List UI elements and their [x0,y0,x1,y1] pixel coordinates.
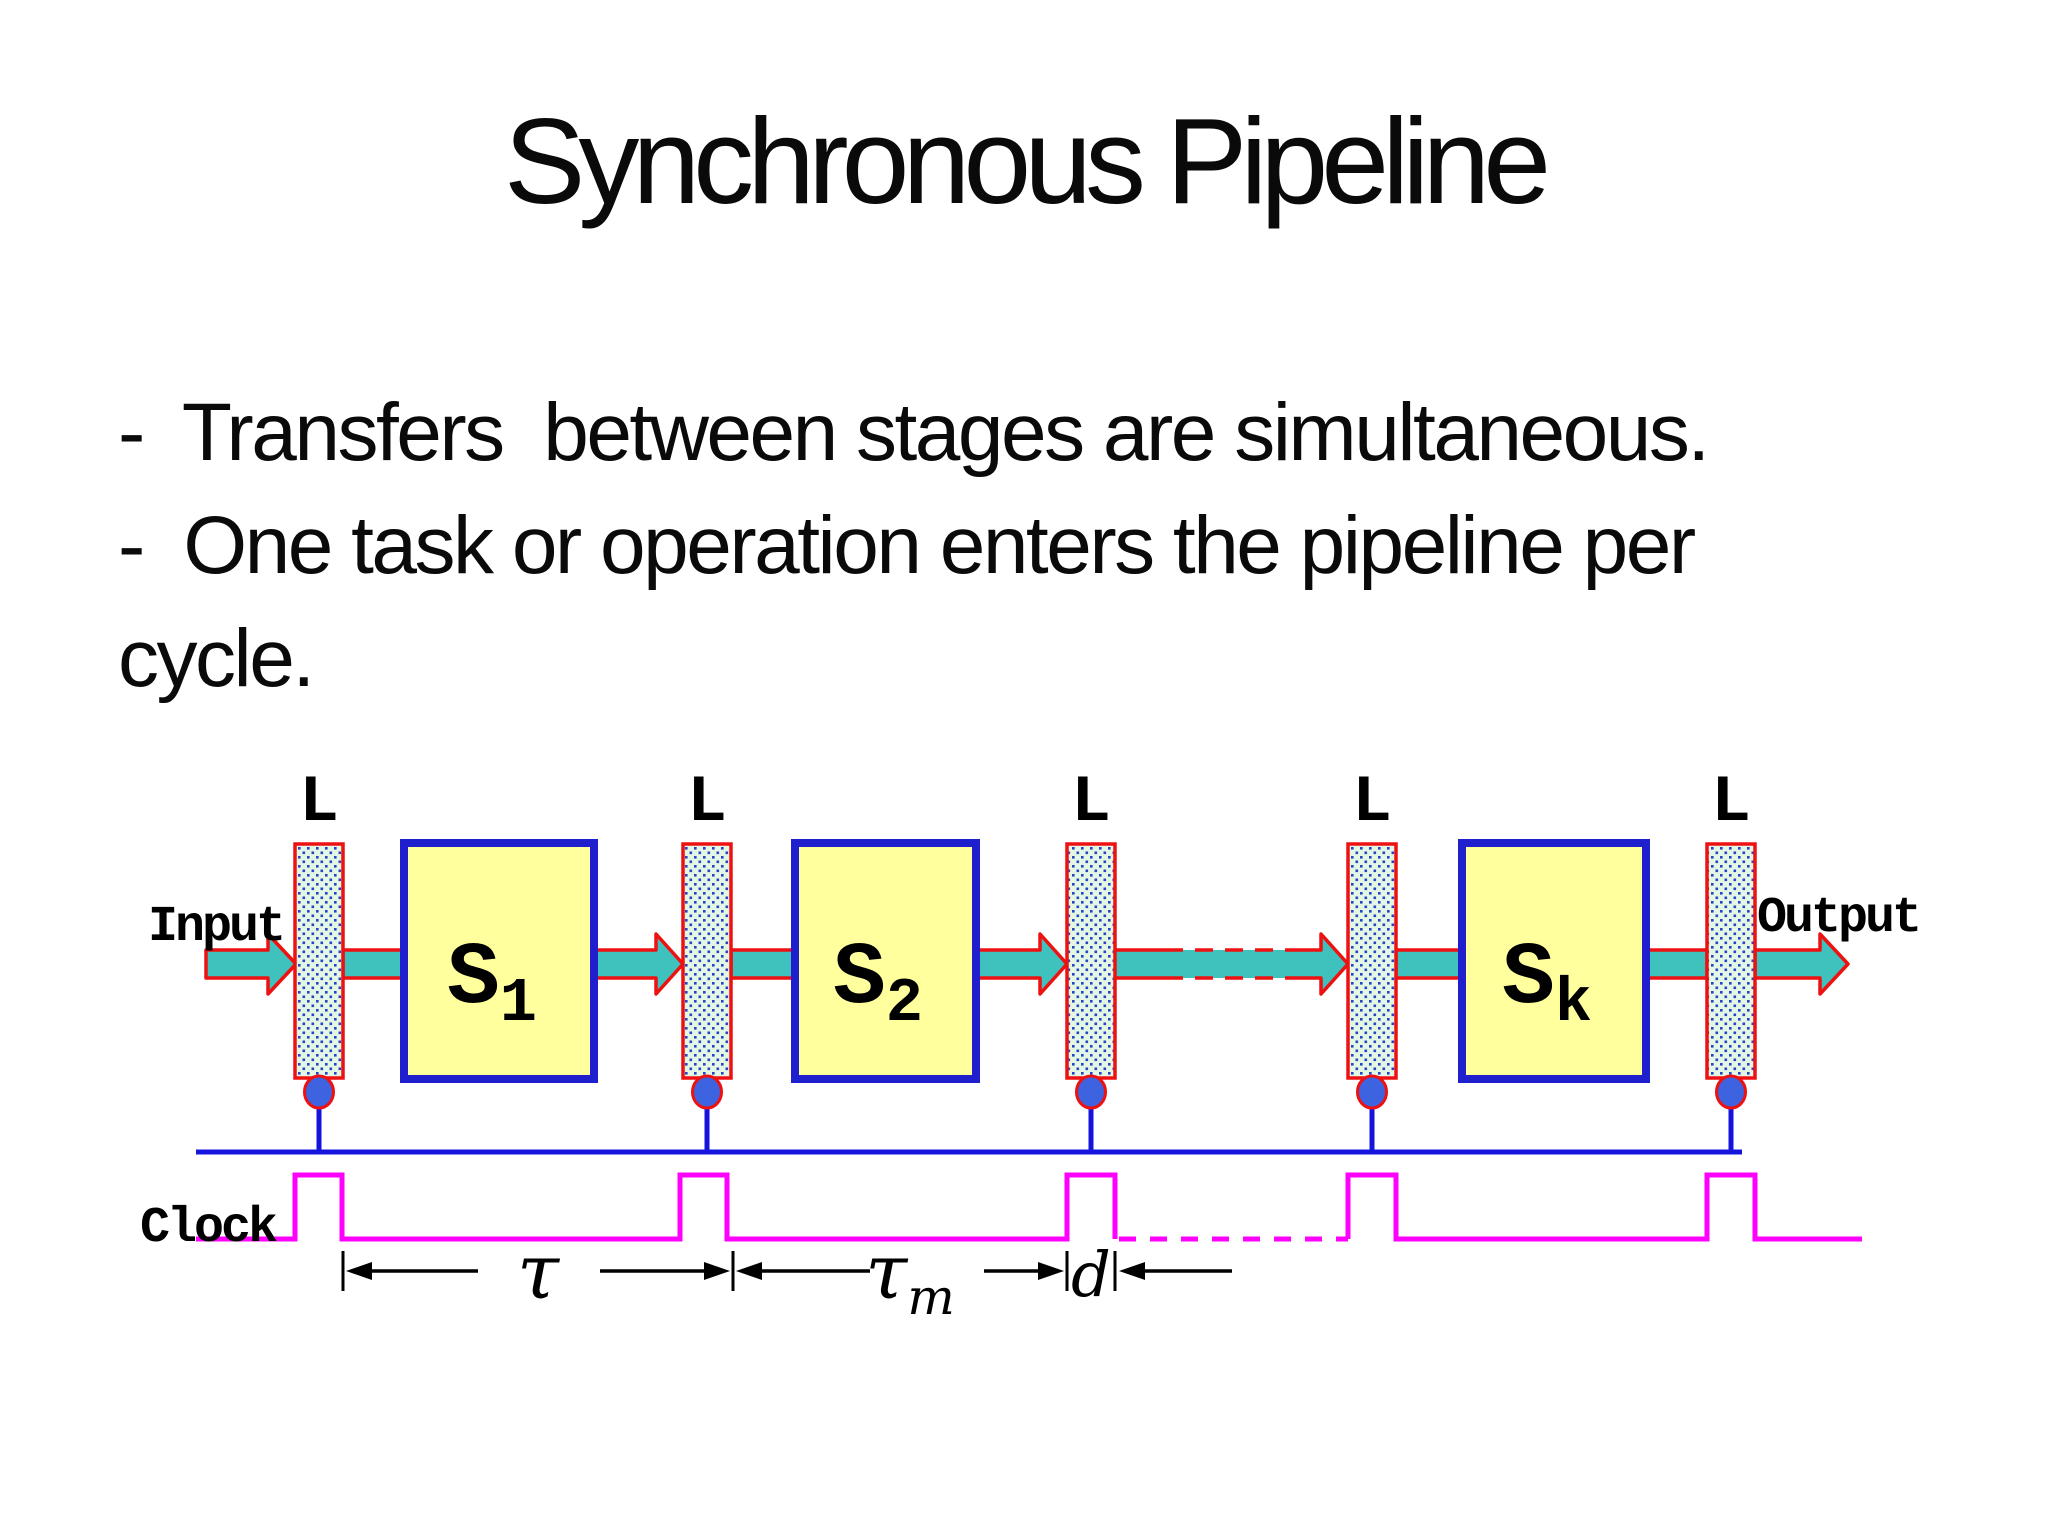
clock-tap-dot-3 [1075,1074,1107,1110]
clock-waveform-right [1345,1172,1862,1242]
arrow-latch2-to-s2 [729,948,797,980]
latch-2 [681,842,733,1080]
clock-waveform-left [196,1172,1118,1242]
dim-arrowhead-left-1 [346,1262,372,1280]
arrow-s2-to-latch3 [974,932,1069,996]
latch-4 [1346,842,1398,1080]
clock-label: Clock [140,1200,277,1257]
stage-sk [1458,839,1650,1083]
arrow-s1-to-latch2 [592,932,685,996]
dim-arrowhead-left-3 [1119,1262,1145,1280]
latch-5 [1705,842,1757,1080]
clock-tap-dot-1 [303,1074,335,1110]
latch-label-3: L [1071,765,1111,840]
stage-label-s2: S2 [833,930,923,1039]
latch-label-5: L [1711,765,1751,840]
latch-1 [293,842,345,1080]
bullet-text: - Transfers between stages are simultane… [118,376,1918,715]
arrow-latch1-to-s1 [341,948,406,980]
stage-label-sk: Sk [1502,930,1592,1039]
bullet-line-1: - Transfers between stages are simultane… [118,387,1710,478]
clock-tap-dot-2 [691,1074,723,1110]
latch-3 [1065,842,1117,1080]
input-label: Input [148,899,283,956]
arrow-sk-to-latch5 [1644,948,1709,980]
output-label: Output [1757,890,1919,947]
tau-label: τ [517,1227,561,1316]
d-label: d [1071,1238,1111,1311]
tau-m-label: τm [865,1227,954,1326]
stage-label-s1: S1 [447,930,537,1039]
output-arrow [1753,932,1850,996]
latch-label-4: L [1352,765,1392,840]
clock-tap-dot-4 [1356,1074,1388,1110]
input-arrow [204,932,298,996]
dim-arrowhead-right-1 [704,1262,730,1280]
stage-s2 [791,839,980,1083]
stage-s1 [400,839,598,1083]
bullet-line-2: - One task or operation enters the pipel… [118,500,1696,591]
dim-arrowhead-left-2 [736,1262,762,1280]
dim-arrowhead-right-2 [1038,1262,1064,1280]
latch-label-1: L [299,765,339,840]
arrow-latch3-to-latch4-outline-dashed [1165,948,1285,980]
page-title: Synchronous Pipeline [503,93,1551,229]
arrow-latch3-to-latch4 [1115,934,1348,994]
arrow-latch4-to-sk [1394,948,1464,980]
latch-label-2: L [687,765,727,840]
bullet-line-3: cycle. [118,613,315,704]
clock-tap-dot-5 [1715,1074,1747,1110]
